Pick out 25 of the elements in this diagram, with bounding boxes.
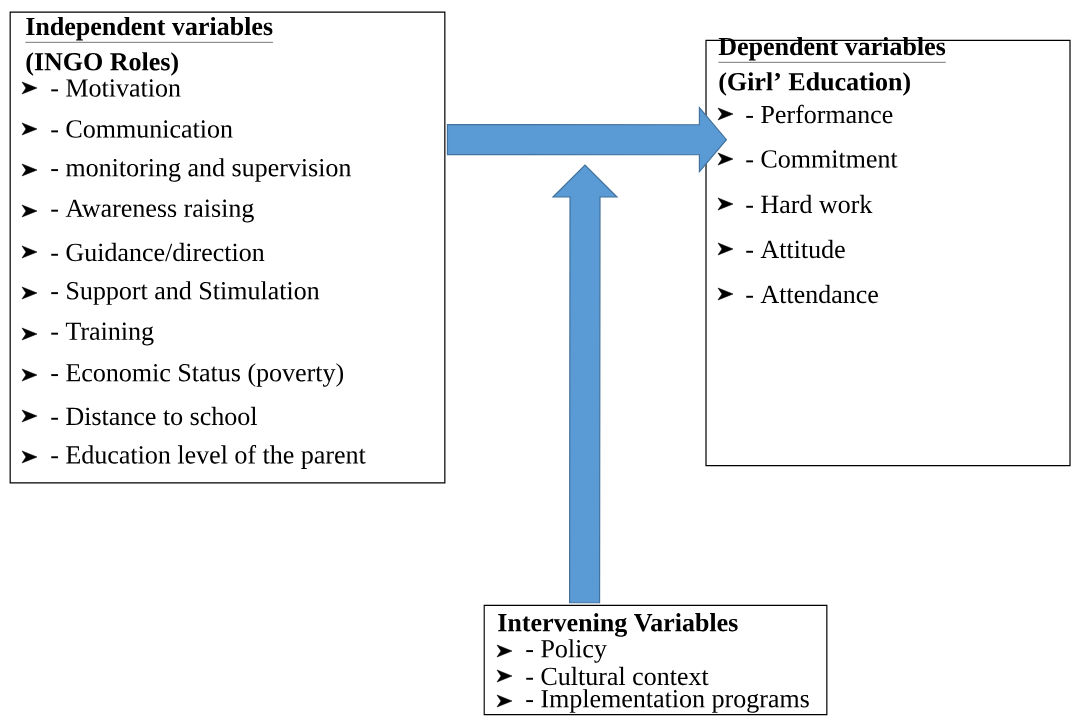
- list-item: - Performance: [746, 104, 893, 124]
- list-item: - Policy: [526, 639, 607, 663]
- list-item: - Implementation programs: [526, 689, 809, 713]
- block-arrow: [551, 164, 619, 604]
- list-item: - Economic Status (poverty): [51, 363, 344, 387]
- list-item: - Distance to school: [51, 406, 257, 426]
- list-item: - Commitment: [746, 150, 898, 168]
- list-item: - Attendance: [746, 284, 878, 304]
- heading: (INGO Roles): [26, 52, 178, 76]
- list-item: - Attitude: [746, 239, 845, 259]
- list-item: - Education level of the parent: [51, 445, 366, 469]
- heading: (Girl’ Education): [719, 72, 910, 96]
- heading: Dependent variables: [718, 36, 947, 63]
- list-item: - Motivation: [51, 79, 181, 97]
- block-arrow: [446, 106, 728, 174]
- heading: Independent variables: [25, 16, 274, 43]
- list-item: - monitoring and supervision: [51, 158, 352, 182]
- list-item: - Hard work: [746, 194, 873, 214]
- heading: Intervening Variables: [498, 613, 738, 637]
- list-item: - Awareness raising: [51, 199, 254, 223]
- list-item: - Support and Stimulation: [51, 281, 320, 305]
- list-item: - Cultural context: [526, 666, 709, 686]
- list-item: - Guidance/direction: [51, 242, 265, 262]
- list-item: - Communication: [51, 120, 233, 138]
- list-item: - Training: [51, 322, 154, 346]
